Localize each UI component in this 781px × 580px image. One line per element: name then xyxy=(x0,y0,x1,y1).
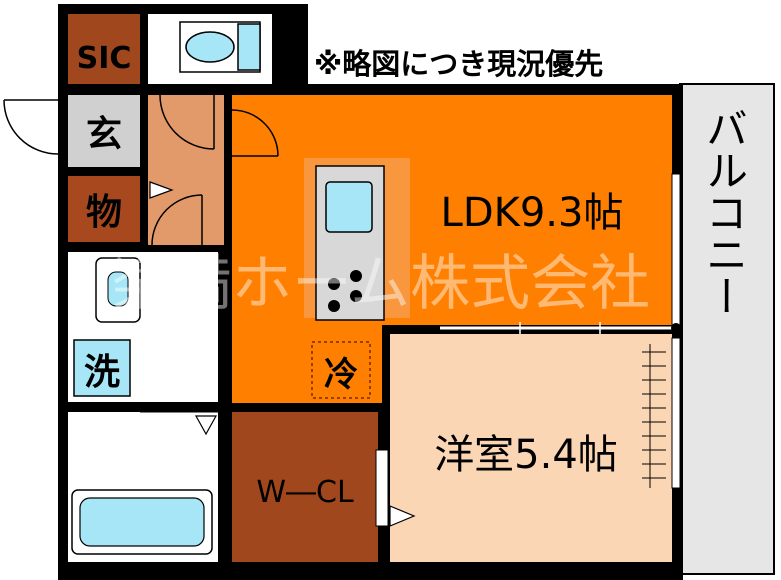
balcony xyxy=(679,83,775,575)
ldk-lower-area xyxy=(232,325,382,403)
storage-door-icon xyxy=(149,181,174,199)
fridge-space xyxy=(311,341,371,399)
washing-machine-space xyxy=(73,339,131,397)
room-window xyxy=(671,337,681,489)
bathtub-icon xyxy=(79,497,205,547)
sic-closet xyxy=(68,14,140,84)
stove-burner-icon xyxy=(328,278,340,290)
balcony-label: バルコニー xyxy=(700,107,749,317)
storage-label: 物 xyxy=(86,192,122,233)
entrance-hall xyxy=(148,95,224,245)
entrance-label: 玄 xyxy=(86,114,122,155)
company-watermark: 楽満ホーム株式会社 xyxy=(112,249,650,319)
entry-door-swing xyxy=(3,99,59,155)
window-hatch xyxy=(642,344,666,488)
bathroom-door-icon xyxy=(194,415,218,436)
ldk-window xyxy=(671,173,681,327)
toilet-tank xyxy=(237,23,261,71)
wash-basin-icon xyxy=(95,257,141,323)
genkan-floor xyxy=(68,95,140,167)
toilet-door-swing xyxy=(159,94,215,150)
walk-in-closet xyxy=(232,412,378,562)
closet-door-icon xyxy=(389,505,416,527)
closet-label: W―CL xyxy=(256,475,354,510)
laundry-label: 洗 xyxy=(84,352,120,393)
sic-label: SIC xyxy=(77,41,132,76)
disclaimer-note: ※略図につき現況優先 xyxy=(314,47,603,81)
bathtub xyxy=(71,489,213,555)
kitchen-sink-icon xyxy=(325,181,373,233)
fridge-label: 冷 xyxy=(324,355,358,395)
ldk-door-swing xyxy=(231,109,279,157)
washroom-door-swing xyxy=(151,194,203,246)
storage xyxy=(68,176,140,242)
toilet-icon xyxy=(185,31,235,63)
western-room-label: 洋室5.4帖 xyxy=(434,432,618,478)
ldk-label: LDK9.3帖 xyxy=(441,190,624,236)
western-room xyxy=(390,334,672,562)
